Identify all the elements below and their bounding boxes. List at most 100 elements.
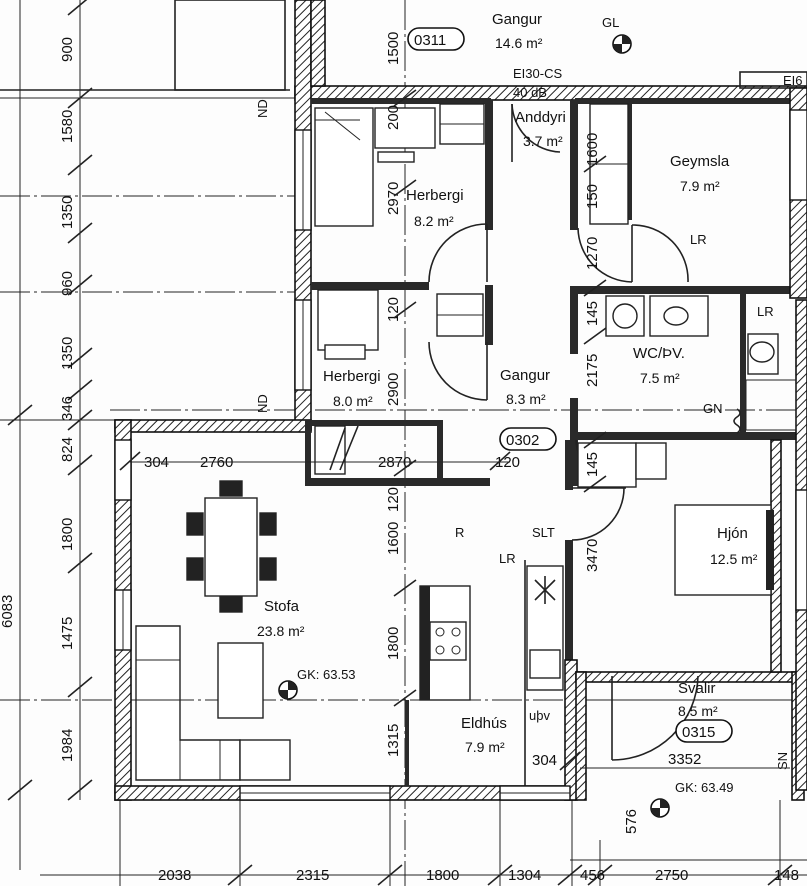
dim-2175: 2175: [584, 354, 601, 387]
room-name-anddyri: Anddyri: [515, 109, 566, 126]
level-marker-svalir: [650, 798, 670, 818]
dim-2970: 2970: [385, 182, 402, 215]
label-upv: uþv: [529, 708, 550, 723]
dim-1475: 1475: [59, 617, 76, 650]
room-area-gangur-top: 14.6 m²: [495, 35, 543, 51]
room-name-herbergi-2: Herbergi: [323, 368, 381, 385]
room-name-gangur-top: Gangur: [492, 11, 542, 28]
label-nd-2: ND: [255, 394, 270, 413]
dim-148: 148: [774, 867, 799, 884]
unit-tag-0302-frame: [499, 427, 557, 451]
room-name-hjon: Hjón: [717, 525, 748, 542]
dim-1350b: 1350: [59, 337, 76, 370]
unit-tag-0302: 0302: [506, 432, 539, 449]
neighbor-unit-outline: [0, 0, 290, 91]
dim-1350a: 1350: [59, 196, 76, 229]
annotations: EI30-CS 40 dB GK: 63.53 GK: 63.49 LR LR …: [255, 15, 803, 795]
dim-576: 576: [623, 809, 640, 834]
label-r: R: [455, 525, 464, 540]
dim-150: 150: [584, 184, 601, 209]
furniture: [135, 103, 797, 781]
dim-2038: 2038: [158, 867, 191, 884]
dim-total-6083: 6083: [0, 595, 16, 628]
room-name-eldhus: Eldhús: [461, 715, 507, 732]
dim-145-b: 145: [584, 452, 601, 477]
room-name-wc: WC/ÞV.: [633, 345, 685, 362]
dim-900: 900: [59, 37, 76, 62]
dim-1800-kitchen: 1800: [385, 627, 402, 660]
dim-824: 824: [59, 437, 76, 462]
dim-456: 456: [580, 867, 605, 884]
level-marker-stofa: [278, 680, 298, 700]
dim-3352: 3352: [668, 751, 701, 768]
dim-1800: 1800: [59, 518, 76, 551]
bottom-dimension-lines: [40, 800, 807, 886]
dim-1315: 1315: [385, 724, 402, 757]
inner-dimension-ticks: [119, 89, 607, 771]
desk-herbergi-1: [374, 107, 436, 149]
level-marker-top: [612, 34, 632, 54]
room-area-anddyri: 3.7 m²: [523, 133, 563, 149]
dim-120-a: 120: [385, 297, 402, 322]
unit-tag-0311: 0311: [414, 32, 446, 49]
door-rating-ei30: EI30-CS: [513, 66, 562, 81]
label-lr-geymsla: LR: [690, 232, 707, 247]
label-gn: GN: [703, 401, 723, 416]
room-name-geymsla: Geymsla: [670, 153, 730, 170]
bed-herbergi-2: [317, 289, 379, 351]
left-dimension-lines: [0, 0, 300, 870]
unit-tag-0315: 0315: [682, 724, 715, 741]
dim-1270: 1270: [584, 237, 601, 270]
dim-346: 346: [59, 396, 76, 421]
dim-1580: 1580: [59, 110, 76, 143]
dim-1600-a: 1600: [584, 133, 601, 166]
dim-120-c: 120: [385, 487, 402, 512]
room-area-geymsla: 7.9 m²: [680, 178, 720, 194]
level-gk-svalir: GK: 63.49: [675, 780, 734, 795]
label-lr-kitchen: LR: [499, 551, 516, 566]
dim-200: 200: [385, 105, 402, 130]
room-name-herbergi-1: Herbergi: [406, 187, 464, 204]
room-area-herbergi-2: 8.0 m²: [333, 393, 373, 409]
room-area-gangur: 8.3 m²: [506, 391, 546, 407]
level-gk-stofa: GK: 63.53: [297, 667, 356, 682]
door-rating-db: 40 dB: [513, 85, 547, 100]
unit-tag-0311-frame: [407, 27, 465, 51]
room-area-eldhus: 7.9 m²: [465, 739, 505, 755]
windows: [114, 109, 807, 801]
door-swings: [428, 103, 699, 761]
room-area-stofa: 23.8 m²: [257, 623, 305, 639]
left-dimension-labels: 900 1580 1350 960 1350 346 824 1800 1475…: [0, 37, 76, 762]
unit-tags: 0311 0302 0315: [414, 32, 715, 741]
label-nd-1: ND: [255, 99, 270, 118]
dim-1500: 1500: [385, 32, 402, 65]
room-area-svalir: 8.5 m²: [678, 703, 718, 719]
dim-2315: 2315: [296, 867, 329, 884]
room-area-hjon: 12.5 m²: [710, 551, 758, 567]
room-area-wc: 7.5 m²: [640, 370, 680, 386]
label-sn: SN: [775, 752, 790, 770]
dim-1304: 1304: [508, 867, 541, 884]
dim-304-b: 304: [532, 752, 557, 769]
dim-1600-b: 1600: [385, 522, 402, 555]
dim-960: 960: [59, 271, 76, 296]
label-gl: GL: [602, 15, 619, 30]
dim-2750: 2750: [655, 867, 688, 884]
room-labels: Gangur 14.6 m² Anddyri 3.7 m² Geymsla 7.…: [257, 11, 758, 755]
bottom-dimension-labels: 2038 2315 1800 1304 456 2750 148: [158, 867, 799, 884]
label-slt: SLT: [532, 525, 555, 540]
bed-hjon: [674, 504, 772, 596]
room-area-herbergi-1: 8.2 m²: [414, 213, 454, 229]
dim-1984: 1984: [59, 729, 76, 762]
label-lr-wc: LR: [757, 304, 774, 319]
bed-herbergi-1: [314, 107, 374, 227]
room-name-stofa: Stofa: [264, 598, 300, 615]
unit-tag-0315-frame: [675, 719, 733, 743]
dining-table: [204, 497, 258, 597]
label-ei-right: EI6: [783, 73, 803, 88]
room-name-svalir: Svalir: [678, 680, 716, 697]
room-name-gangur: Gangur: [500, 367, 550, 384]
dim-145-a: 145: [584, 301, 601, 326]
